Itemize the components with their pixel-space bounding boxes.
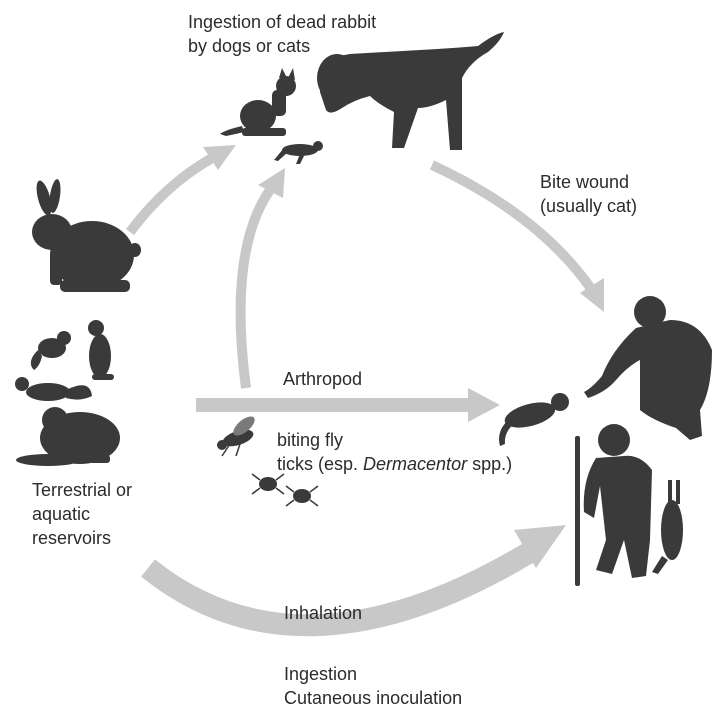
person-reaching-icon [584,296,712,440]
label-arthropod: Arthropod [283,367,362,391]
reservoir-animals [15,178,141,466]
rabbit-icon [32,178,141,292]
label-bite-wound: Bite wound (usually cat) [540,170,637,218]
label-other-routes-line1: Ingestion [284,662,462,686]
fly-icon [217,413,258,456]
label-vectors-line1: biting fly [277,428,512,452]
label-vectors-prefix: ticks (esp. [277,454,363,474]
label-reservoirs-line3: reservoirs [32,526,132,550]
tick-icon [286,486,318,506]
label-reservoirs-line1: Terrestrial or [32,478,132,502]
dead-rabbit-icon [274,141,323,164]
cat-icon [220,68,296,136]
label-other-routes-line2: Cutaneous inoculation [284,686,462,710]
arrow-arthropod-to-pets [241,190,270,388]
arrows [130,145,604,625]
label-bite-wound-line1: Bite wound [540,170,637,194]
label-ingestion-dead-rabbit: Ingestion of dead rabbit by dogs or cats [188,10,376,58]
chipmunk-icon [31,331,71,370]
label-inhalation: Inhalation [284,601,362,625]
arrow-arthropod-shaft [196,398,472,412]
label-vectors: biting fly ticks (esp. Dermacentor spp.) [277,428,512,476]
arrow-reservoir-to-pets [130,158,212,232]
beaver-icon [16,407,120,466]
label-vectors-line2: ticks (esp. Dermacentor spp.) [277,452,512,476]
label-bite-wound-line2: (usually cat) [540,194,637,218]
hunter-icon [575,424,652,586]
tick-icon [252,474,284,494]
squirrel-icon [15,377,92,401]
label-vectors-genus: Dermacentor [363,454,467,474]
label-other-routes: Ingestion Cutaneous inoculation [284,662,462,710]
prairie-dog-icon [88,320,114,380]
hanging-rabbit-icon [652,480,683,574]
label-vectors-suffix: spp.) [467,454,512,474]
label-ingestion-dead-rabbit-line1: Ingestion of dead rabbit [188,10,376,34]
label-ingestion-dead-rabbit-line2: by dogs or cats [188,34,376,58]
label-reservoirs: Terrestrial or aquatic reservoirs [32,478,132,550]
label-reservoirs-line2: aquatic [32,502,132,526]
arrow-arthropod-head [468,388,500,422]
